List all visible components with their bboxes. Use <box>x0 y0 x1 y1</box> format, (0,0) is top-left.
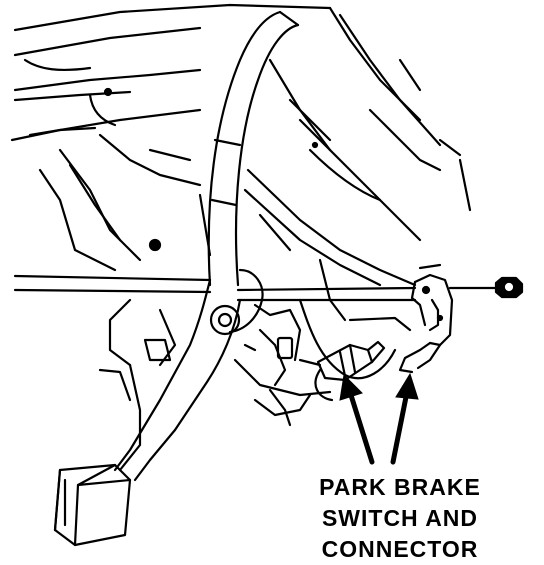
connector-arrow <box>347 389 375 465</box>
callout-arrows <box>339 372 419 465</box>
park-brake-assembly <box>233 298 412 427</box>
mounting-bolt-icon <box>494 276 524 299</box>
pedal-bracket <box>207 10 417 322</box>
callout-label: PARK BRAKE SWITCH AND CONNECTOR <box>300 472 500 565</box>
dash-panel <box>10 3 472 272</box>
callout-line-2: SWITCH AND <box>321 505 479 531</box>
switch-arrow <box>390 389 410 465</box>
guide-lines <box>13 274 500 302</box>
callout-line-3: CONNECTOR <box>321 536 479 562</box>
brake-pedal-arm <box>98 268 264 482</box>
brake-switch-connector <box>314 340 386 402</box>
brake-pedal-pad <box>53 463 132 547</box>
switch-arrowhead <box>395 372 419 400</box>
connector-arrowhead <box>339 373 363 401</box>
switch-bracket <box>398 263 454 374</box>
callout-line-1: PARK BRAKE <box>319 474 481 500</box>
